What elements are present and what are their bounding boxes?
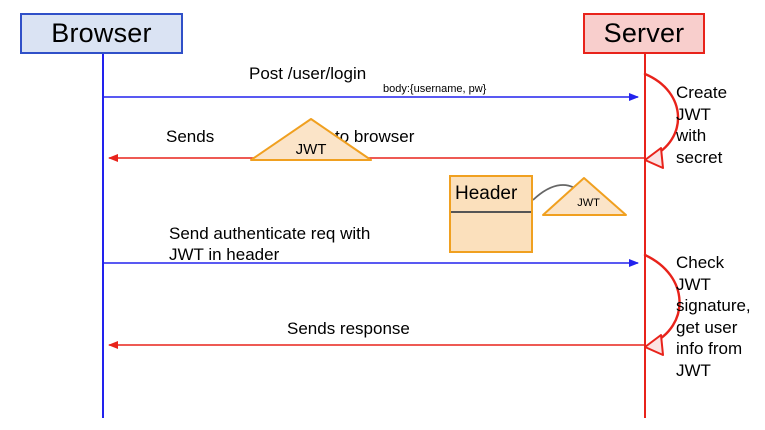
message-label-send-authenticate: Send authenticate req with JWT in header (169, 224, 371, 264)
participant-server[interactable]: Server (583, 13, 705, 54)
jwt-token-triangle-small-label: JWT (577, 197, 600, 209)
lifeline-server (644, 54, 646, 418)
jwt-token-triangle-small: JWT (541, 176, 628, 217)
http-header-artifact-label: Header (451, 177, 531, 213)
message-label-sends-jwt-prefix: Sends (166, 127, 215, 146)
triangle-icon (542, 177, 627, 216)
lifeline-browser (102, 54, 104, 418)
self-loop-create-jwt (643, 72, 680, 169)
message-label-sends-response: Sends response (287, 319, 410, 338)
jwt-token-triangle-large-label: JWT (295, 141, 327, 158)
self-loop-check-jwt (643, 253, 681, 356)
jwt-token-triangle-large: JWT (249, 117, 373, 162)
message-label-post-login: Post /user/login (249, 64, 367, 83)
note-check-jwt-signature: Check JWT signature, get user info from … (676, 253, 751, 380)
triangle-icon (250, 118, 372, 161)
note-create-jwt-with-secret: Create JWT with secret (676, 83, 728, 167)
participant-server-label: Server (603, 18, 685, 48)
participant-browser-label: Browser (51, 18, 152, 48)
message-sublabel-post-body: body:{username, pw} (383, 83, 487, 95)
participant-browser[interactable]: Browser (20, 13, 183, 54)
http-header-artifact: Header (449, 175, 533, 253)
